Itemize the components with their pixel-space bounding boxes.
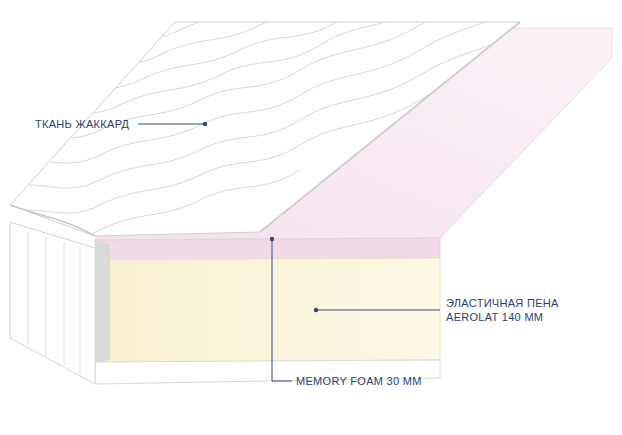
cover-side <box>10 222 95 384</box>
elastic-foam-layer <box>95 258 440 362</box>
leader-dots <box>203 122 318 312</box>
cover-stitching <box>28 232 80 374</box>
leader-lines <box>138 124 440 381</box>
quilt-pattern <box>0 0 540 240</box>
jacquard-cover <box>10 22 520 236</box>
memory-foam-layer <box>95 238 440 260</box>
part-label: ЭЛАСТИЧНАЯ ПЕНА AEROLAT 140 ММ <box>446 296 574 324</box>
quilt-cut-edge <box>260 22 520 232</box>
quilt-edge <box>10 205 95 236</box>
part-label: MEMORY FOAM 30 ММ <box>296 374 456 388</box>
cover-inner-edge <box>95 240 110 362</box>
part-label: ТКАНЬ ЖАККАРД <box>35 117 145 131</box>
